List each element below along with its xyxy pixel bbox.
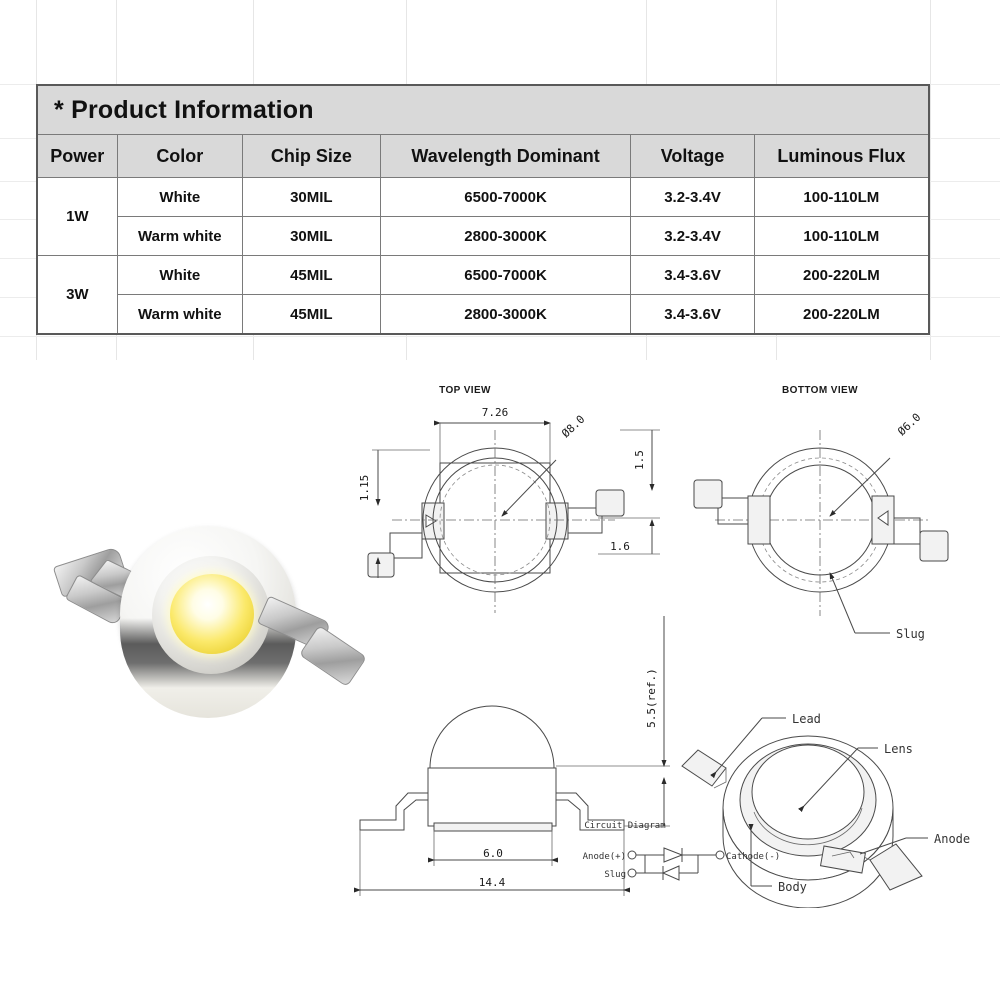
table-row: Warm white 45MIL 2800-3000K 3.4-3.6V 200… — [37, 294, 930, 335]
cell-wavelength: 2800-3000K — [379, 216, 632, 256]
column-header-wavelength: Wavelength Dominant — [379, 134, 632, 178]
cell-chip-size: 30MIL — [242, 177, 381, 217]
cell-color: Warm white — [116, 294, 244, 335]
dim-1-6: 1.6 — [610, 540, 630, 553]
label-anode: Anode — [934, 832, 970, 846]
bottom-view-title: BOTTOM VIEW — [782, 385, 858, 396]
cell-color: White — [116, 177, 244, 217]
led-phosphor-chip — [170, 574, 254, 654]
cell-color: Warm white — [116, 216, 244, 256]
technical-drawing: TOP VIEW 7.26 Ø8.0 1.15 1.5 1.6 BOTTOM V… — [330, 368, 1000, 908]
table-row: 1W White 30MIL 6500-7000K 3.2-3.4V 100-1… — [36, 177, 930, 256]
cell-chip-size: 30MIL — [242, 216, 381, 256]
label-lens: Lens — [884, 742, 913, 756]
label-body: Body — [778, 880, 807, 894]
cell-voltage: 3.2-3.4V — [630, 177, 755, 217]
column-header-chip-size: Chip Size — [242, 134, 381, 178]
cell-voltage: 3.2-3.4V — [630, 216, 755, 256]
circuit-slug-label: Slug — [604, 870, 626, 880]
cell-voltage: 3.4-3.6V — [630, 255, 755, 295]
table-header-row: Power Color Chip Size Wavelength Dominan… — [36, 134, 930, 178]
cell-color: White — [116, 255, 244, 295]
column-header-luminous-flux: Luminous Flux — [753, 134, 930, 178]
product-information-table: * Product Information Power Color Chip S… — [36, 84, 930, 335]
dim-dia-8: Ø8.0 — [559, 413, 587, 441]
dim-1-5: 1.5 — [633, 450, 646, 470]
circuit-cathode-label: Cathode(-) — [726, 852, 780, 862]
cell-chip-size: 45MIL — [242, 255, 381, 295]
dim-5-5-ref: 5.5(ref.) — [645, 668, 658, 728]
cell-wavelength: 6500-7000K — [379, 255, 632, 295]
table-title-row: * Product Information — [36, 84, 930, 135]
cell-wavelength: 2800-3000K — [379, 294, 632, 335]
led-product-photo — [42, 498, 372, 748]
column-header-color: Color — [116, 134, 244, 178]
cell-luminous-flux: 100-110LM — [753, 216, 930, 256]
circuit-diagram-title: Circuit Diagram — [584, 821, 665, 831]
top-view-title: TOP VIEW — [439, 385, 491, 396]
cell-power-3w: 3W — [36, 255, 118, 335]
label-lead: Lead — [792, 712, 821, 726]
cell-luminous-flux: 200-220LM — [753, 294, 930, 335]
dim-14-4: 14.4 — [479, 876, 506, 889]
cell-luminous-flux: 200-220LM — [753, 255, 930, 295]
cell-luminous-flux: 100-110LM — [753, 177, 930, 217]
table-row: Warm white 30MIL 2800-3000K 3.2-3.4V 100… — [37, 216, 930, 256]
dim-7-26: 7.26 — [482, 406, 509, 419]
label-slug-bottom: Slug — [896, 627, 925, 641]
cell-voltage: 3.4-3.6V — [630, 294, 755, 335]
dim-dia-6: Ø6.0 — [895, 411, 923, 439]
page-title: * Product Information — [36, 84, 930, 135]
dim-1-15: 1.15 — [358, 475, 371, 502]
table-row: 3W White 45MIL 6500-7000K 3.4-3.6V 200-2… — [36, 255, 930, 335]
cell-power-1w: 1W — [36, 177, 118, 256]
column-header-voltage: Voltage — [630, 134, 755, 178]
cell-chip-size: 45MIL — [242, 294, 381, 335]
dim-6-0: 6.0 — [483, 847, 503, 860]
column-header-power: Power — [36, 134, 118, 178]
circuit-anode-label: Anode(+) — [583, 852, 626, 862]
cell-wavelength: 6500-7000K — [379, 177, 632, 217]
